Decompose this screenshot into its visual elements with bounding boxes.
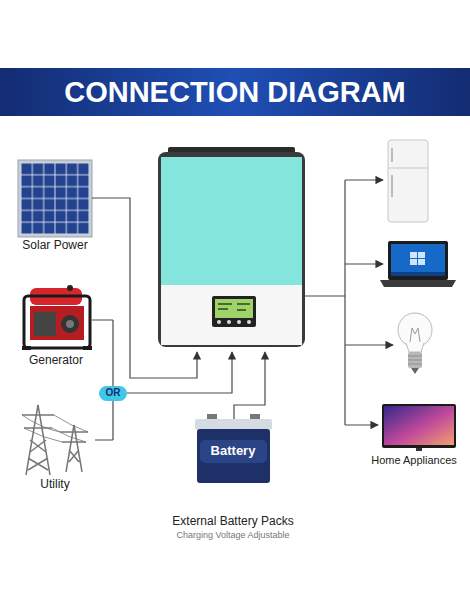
node-text: Charging Voltage Adjustable bbox=[176, 530, 289, 540]
battery-icon-part bbox=[195, 419, 272, 430]
wiring-part bbox=[345, 344, 393, 345]
node-text: Utility bbox=[40, 478, 69, 492]
tv-icon-part bbox=[416, 448, 422, 451]
bulb-icon bbox=[398, 313, 432, 374]
tv-icon-part bbox=[384, 406, 454, 445]
generator-icon-part bbox=[83, 346, 92, 350]
tv-icon bbox=[382, 404, 456, 451]
node-text: Home Appliances bbox=[371, 454, 457, 467]
inverter-unit bbox=[158, 147, 305, 347]
battery-icon-part bbox=[197, 429, 270, 483]
utility-pylons-part bbox=[22, 415, 88, 442]
laptop-icon-part bbox=[391, 244, 445, 276]
title-band-part bbox=[0, 68, 470, 116]
node-text: External Battery Packs bbox=[172, 515, 293, 529]
solar-node: Solar Power bbox=[10, 155, 100, 255]
wiring-part bbox=[345, 263, 383, 264]
wiring bbox=[92, 180, 393, 440]
fridge-icon-part bbox=[391, 148, 393, 162]
generator-icon-part bbox=[24, 296, 90, 348]
laptop-icon-part bbox=[391, 272, 445, 276]
bulb-icon-part bbox=[406, 343, 424, 352]
wiring-part bbox=[345, 424, 378, 425]
generator-icon-part bbox=[22, 346, 31, 350]
inverter-unit-part bbox=[161, 285, 302, 345]
bulb-icon-part bbox=[408, 356, 422, 364]
utility-pylons-part bbox=[22, 405, 54, 475]
appliances-node: Home Appliances bbox=[362, 400, 466, 472]
utility-pylons bbox=[22, 405, 88, 475]
utility-pylons-part bbox=[60, 425, 88, 472]
fridge-icon-part bbox=[388, 168, 428, 169]
wiring-part bbox=[305, 180, 345, 425]
battery-node: BatteryExternal Battery PacksCharging Vo… bbox=[160, 414, 306, 546]
laptop-icon-part bbox=[418, 252, 425, 258]
tv-icon-part bbox=[382, 404, 456, 448]
laptop-icon-part bbox=[410, 252, 417, 258]
generator-icon-part bbox=[66, 320, 74, 328]
node-text: Solar Power bbox=[22, 239, 87, 253]
inverter-unit-part bbox=[218, 304, 250, 310]
diagram-title: CONNECTION DIAGRAM bbox=[0, 68, 470, 116]
laptop-icon-part bbox=[418, 259, 425, 265]
inverter-unit-part bbox=[161, 157, 302, 285]
inverter-unit-part bbox=[227, 320, 231, 324]
inverter-unit-part bbox=[215, 299, 253, 318]
inverter-unit-part bbox=[237, 320, 241, 324]
laptop-icon bbox=[380, 241, 456, 287]
inverter-unit-part bbox=[247, 320, 251, 324]
wiring-part bbox=[92, 198, 197, 378]
inverter-unit-part bbox=[158, 152, 305, 347]
wiring-part bbox=[113, 352, 232, 393]
laptop-icon-part bbox=[388, 241, 448, 280]
node-text: Battery bbox=[211, 444, 256, 459]
generator-icon bbox=[22, 285, 92, 350]
laptop-icon-part bbox=[410, 259, 417, 265]
solar-panel bbox=[18, 160, 92, 237]
solar-panel-part bbox=[21, 163, 89, 234]
battery-icon bbox=[195, 414, 272, 483]
generator-icon-part bbox=[30, 306, 84, 340]
wiring-part bbox=[345, 179, 383, 180]
bulb-icon-part bbox=[410, 328, 420, 342]
inverter-unit-part bbox=[217, 320, 221, 324]
node-text: Generator bbox=[29, 354, 83, 368]
laptop-icon-part bbox=[380, 280, 456, 287]
fridge-icon-part bbox=[388, 140, 428, 222]
bulb-icon-part bbox=[411, 368, 419, 374]
solar-panel-part bbox=[18, 160, 92, 237]
utility-node: Utility bbox=[10, 402, 100, 494]
bulb-icon-part bbox=[398, 313, 432, 347]
generator-node: Generator bbox=[10, 285, 102, 370]
or-pill: OR bbox=[99, 386, 127, 401]
wiring-part bbox=[92, 320, 113, 440]
bulb-icon-part bbox=[408, 352, 422, 368]
node-text: OR bbox=[106, 387, 121, 399]
generator-icon-part bbox=[34, 312, 56, 336]
fridge-icon-part bbox=[391, 175, 393, 197]
generator-icon-part bbox=[61, 315, 79, 333]
wiring-part bbox=[234, 352, 265, 419]
title-band bbox=[0, 68, 470, 116]
generator-icon-part bbox=[67, 285, 73, 291]
fridge-icon bbox=[388, 140, 428, 222]
battery-icon-part bbox=[200, 440, 267, 463]
inverter-unit-part bbox=[212, 296, 256, 327]
